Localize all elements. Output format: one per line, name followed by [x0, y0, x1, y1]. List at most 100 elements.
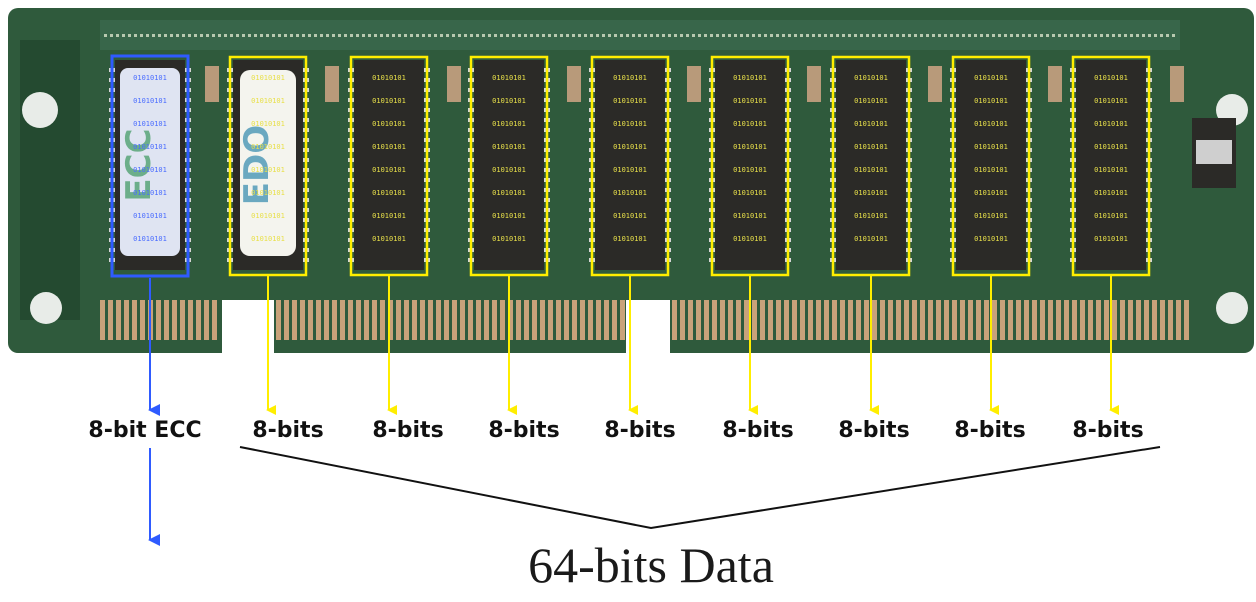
- trace-via: [176, 34, 179, 37]
- data-chip-bit-row: 01010101: [613, 212, 647, 220]
- data-chip-label-5: 8-bits: [722, 418, 794, 443]
- edge-contact: [132, 300, 137, 340]
- trace-via: [878, 34, 881, 37]
- data-chip-bit-row: 01010101: [854, 120, 888, 128]
- edge-contact: [524, 300, 529, 340]
- edge-contact: [904, 300, 909, 340]
- trace-via: [266, 34, 269, 37]
- trace-via: [446, 34, 449, 37]
- trace-via: [950, 34, 953, 37]
- edge-contact: [276, 300, 281, 340]
- trace-via: [974, 34, 977, 37]
- data-chip-bit-row: 01010101: [1094, 74, 1128, 82]
- trace-via: [794, 34, 797, 37]
- trace-via: [1112, 34, 1115, 37]
- trace-via: [230, 34, 233, 37]
- edge-contact: [372, 300, 377, 340]
- trace-via: [896, 34, 899, 37]
- ecc-chip-bit-row: 01010101: [133, 74, 167, 82]
- edge-contact: [944, 300, 949, 340]
- trace-via: [926, 34, 929, 37]
- data-chip-6: 0101010101010101010101010101010101010101…: [830, 55, 912, 277]
- trace-via: [584, 34, 587, 37]
- trace-via: [464, 34, 467, 37]
- data-chip-bit-row: 01010101: [372, 235, 406, 243]
- data-chip-bit-row: 01010101: [1094, 189, 1128, 197]
- trace-via: [1136, 34, 1139, 37]
- trace-via: [116, 34, 119, 37]
- trace-via: [380, 34, 383, 37]
- edge-contact: [984, 300, 989, 340]
- trace-via: [662, 34, 665, 37]
- edge-contact: [204, 300, 209, 340]
- edge-contact: [1136, 300, 1141, 340]
- edge-contact: [1120, 300, 1125, 340]
- edge-contact: [316, 300, 321, 340]
- edge-contact: [1104, 300, 1109, 340]
- edge-contact: [992, 300, 997, 340]
- pcb-traces: [104, 34, 1175, 37]
- data-chip-body: [836, 60, 906, 270]
- trace-via: [140, 34, 143, 37]
- data-chip-highlight: [228, 55, 308, 277]
- trace-via: [488, 34, 491, 37]
- gold-edge-contacts: [100, 300, 1189, 340]
- trace-via: [644, 34, 647, 37]
- edge-contact: [840, 300, 845, 340]
- edge-contact: [824, 300, 829, 340]
- trace-via: [902, 34, 905, 37]
- data-chip-bit-row: 01010101: [974, 97, 1008, 105]
- trace-via: [602, 34, 605, 37]
- edge-contact: [124, 300, 129, 340]
- edge-contact: [1032, 300, 1037, 340]
- trace-via: [158, 34, 161, 37]
- trace-via: [740, 34, 743, 37]
- edge-contact: [540, 300, 545, 340]
- trace-via: [104, 34, 107, 37]
- edge-contact: [564, 300, 569, 340]
- data-chip-body: [715, 60, 785, 270]
- data-chip-bit-row: 01010101: [251, 74, 285, 82]
- data-chip-bit-row: 01010101: [492, 212, 526, 220]
- trace-via: [206, 34, 209, 37]
- trace-via: [890, 34, 893, 37]
- trace-via: [224, 34, 227, 37]
- trace-via: [968, 34, 971, 37]
- trace-via: [1154, 34, 1157, 37]
- trace-via: [1100, 34, 1103, 37]
- data-chip-4: 0101010101010101010101010101010101010101…: [589, 55, 671, 277]
- edge-contact: [816, 300, 821, 340]
- edge-contact: [896, 300, 901, 340]
- trace-via: [170, 34, 173, 37]
- trace-via: [872, 34, 875, 37]
- trace-via: [362, 34, 365, 37]
- smd-capacitor: [567, 66, 581, 102]
- data-chip-bit-row: 01010101: [613, 143, 647, 151]
- trace-via: [932, 34, 935, 37]
- trace-via: [494, 34, 497, 37]
- data-chip-bit-row: 01010101: [613, 189, 647, 197]
- trace-via: [734, 34, 737, 37]
- ecc-chip-bit-row: 01010101: [133, 189, 167, 197]
- trace-via: [1004, 34, 1007, 37]
- edge-contact: [308, 300, 313, 340]
- trace-via: [368, 34, 371, 37]
- edge-contact: [164, 300, 169, 340]
- edge-contact: [808, 300, 813, 340]
- trace-via: [284, 34, 287, 37]
- edge-contact: [688, 300, 693, 340]
- edge-contact: [412, 300, 417, 340]
- data-chip-bit-row: 01010101: [854, 166, 888, 174]
- data-chip-bit-row: 01010101: [492, 120, 526, 128]
- trace-via: [278, 34, 281, 37]
- trace-via: [542, 34, 545, 37]
- data-chip-bit-row: 01010101: [733, 97, 767, 105]
- edge-contact: [188, 300, 193, 340]
- edge-contact: [728, 300, 733, 340]
- smd-capacitor: [205, 66, 219, 102]
- edge-contact: [712, 300, 717, 340]
- trace-via: [836, 34, 839, 37]
- edge-contact: [156, 300, 161, 340]
- edge-contact: [832, 300, 837, 340]
- edge-contact: [920, 300, 925, 340]
